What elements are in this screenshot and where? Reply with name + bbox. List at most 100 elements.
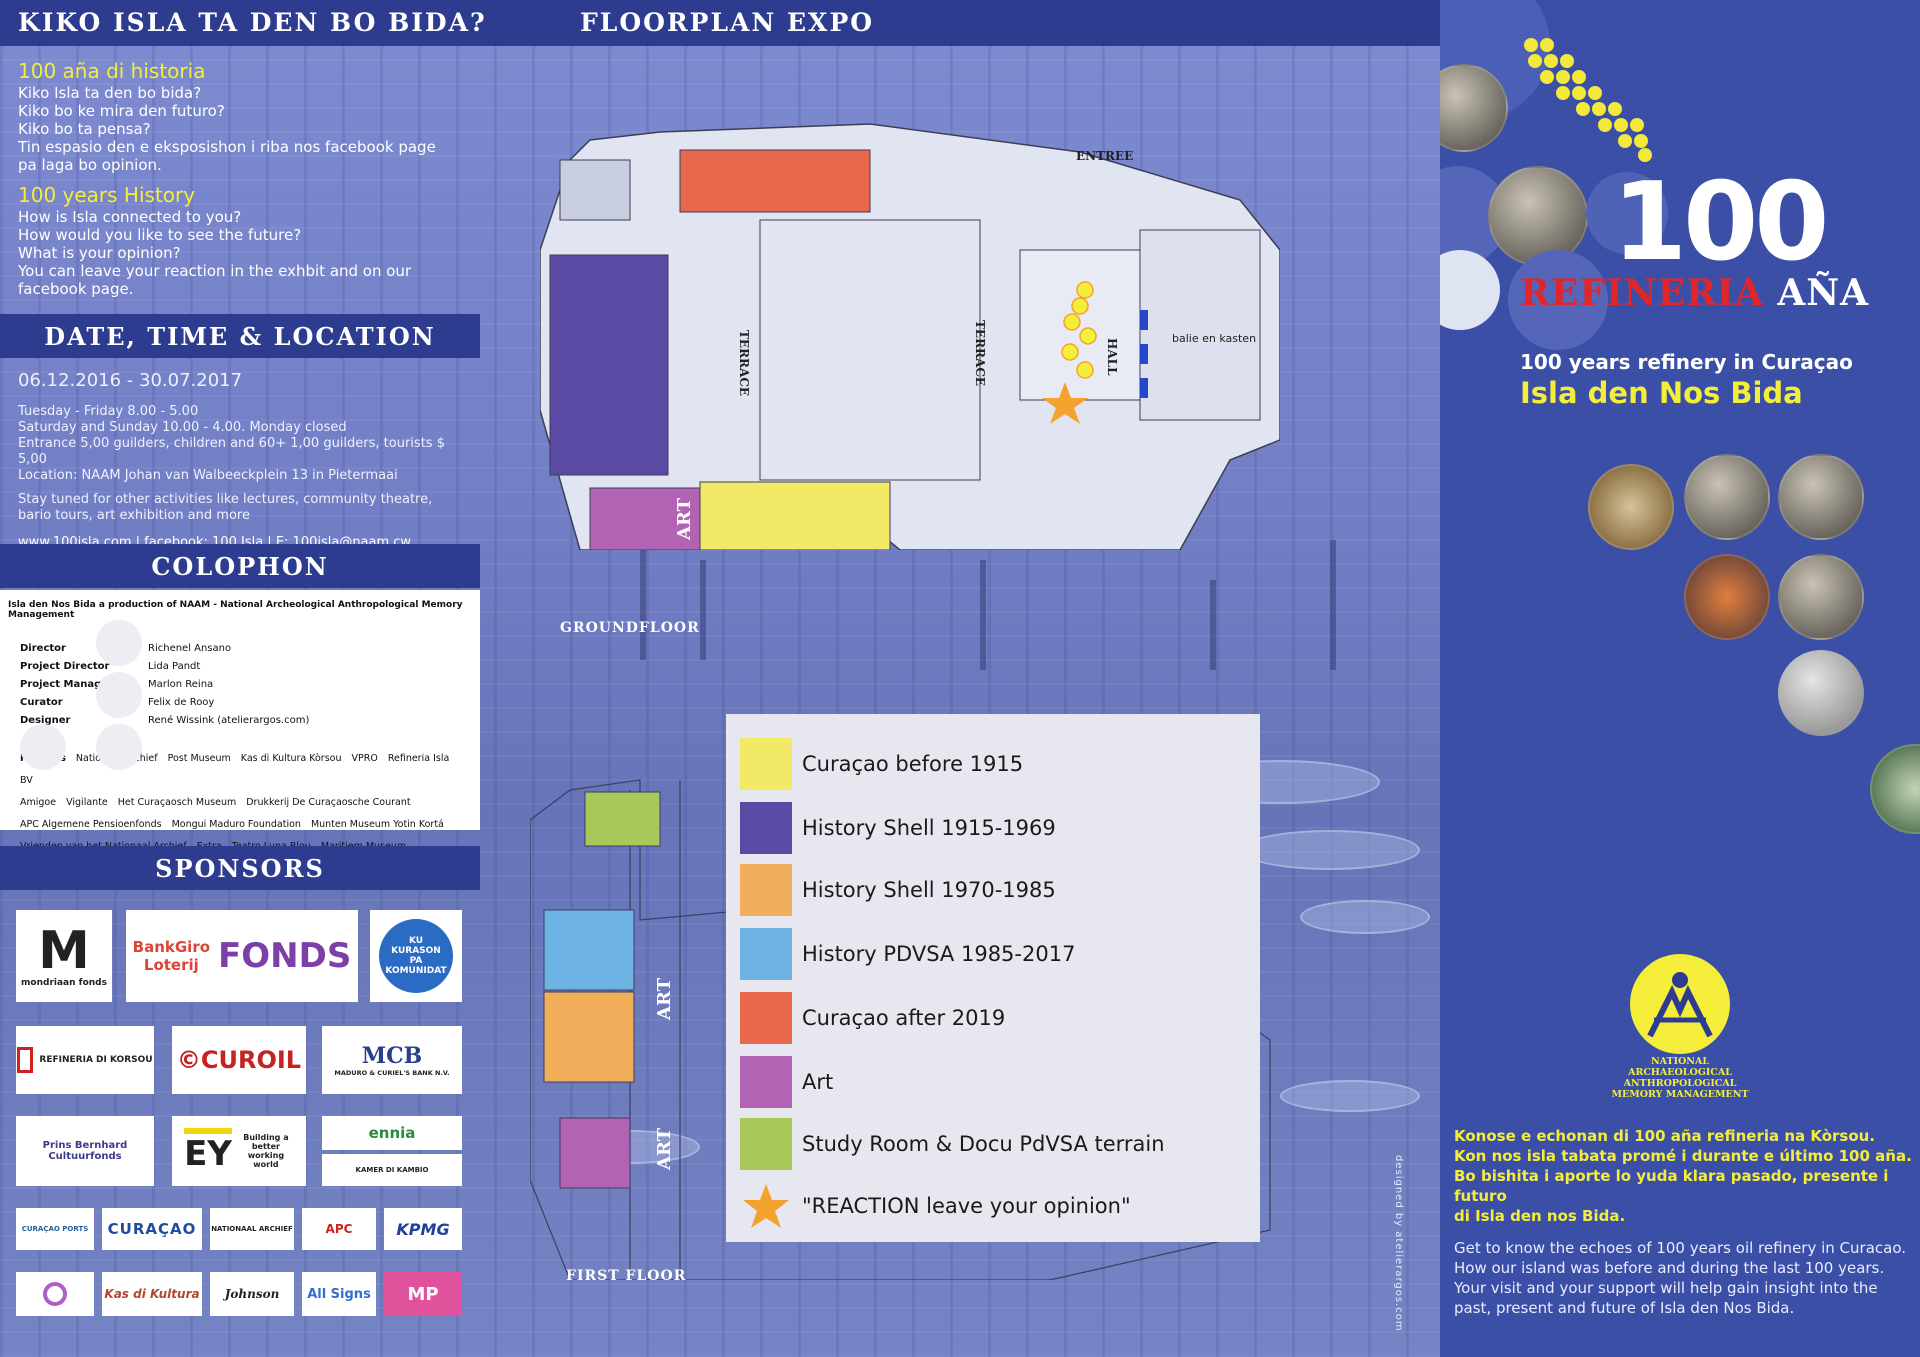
sponsor-mondriaan: M mondriaan fonds [16,910,112,1002]
zone-art [559,1117,631,1189]
colophon-title: COLOPHON [151,551,329,581]
legend-swatch [740,738,792,790]
legend-swatch [740,928,792,980]
historic-photo [1778,454,1864,540]
legend-item: Art [740,1056,833,1108]
subtitle-english: 100 years refinery in Curaçao [1520,350,1853,374]
top-bar [0,0,1440,46]
opinion-dot [1076,281,1094,299]
legend-item: History Shell 1915-1969 [740,802,1056,854]
historic-photo [1778,554,1864,640]
info-line: Stay tuned for other activities like lec… [18,492,433,507]
colophon-box: Isla den Nos Bida a production of NAAM -… [0,590,480,852]
opinion-dot [1061,343,1079,361]
history-line: What is your opinion? [18,244,181,262]
opinion-dot [1071,297,1089,315]
history-line: pa laga bo opinion. [18,156,162,174]
zone-shell-1970 [543,991,635,1083]
chimney [1210,580,1216,670]
zone-shell-1915 [549,254,669,476]
legend-swatch [740,864,792,916]
zone-pdvsa [543,909,635,991]
star-icon [743,1184,789,1228]
chimney [1330,540,1336,670]
date-section-header: DATE, TIME & LOCATION [0,314,480,358]
info-line: bario tours, art exhibition and more [18,508,250,523]
info-line: Tuesday - Friday 8.00 - 5.00 [18,404,199,419]
legend-swatch [740,802,792,854]
terrace-area [759,219,981,481]
colophon-intro: Isla den Nos Bida a production of NAAM -… [8,600,463,620]
big-number: 100 [1612,160,1829,285]
historic-photo [1488,166,1588,266]
cover-panel [1440,0,1920,1357]
sponsor-nationaal-archief: NATIONAAL ARCHIEF [210,1208,294,1250]
sponsors-title: SPONSORS [155,853,325,883]
legend-swatch [740,1056,792,1108]
desk [1140,310,1148,330]
label-terrace-1: TERRACE [737,330,751,396]
history-line: facebook page. [18,280,134,298]
legend: Curaçao before 1915 History Shell 1915-1… [726,714,1260,1242]
date-section-title: DATE, TIME & LOCATION [44,321,436,351]
room [1139,229,1261,421]
sponsor-kpmg: KPMG [384,1208,462,1250]
sponsor-allsigns: All Signs [302,1272,376,1316]
colophon-header: COLOPHON [0,544,480,588]
history-line: Kiko Isla ta den bo bida? [18,84,202,102]
info-line: Saturday and Sunday 10.00 - 4.00. Monday… [18,420,347,435]
first-floor-outline [530,779,1271,1280]
floorplan-title: FLOORPLAN EXPO [580,8,875,37]
sponsor-johnson: Johnson [210,1272,294,1316]
legend-item: Curaçao before 1915 [740,738,1023,790]
opinion-dot [1079,327,1097,345]
legend-swatch [740,1118,792,1170]
reaction-star [1042,382,1088,424]
history-title-pap: 100 aña di historia [18,59,206,83]
chimney [700,560,706,660]
sponsor-mcb: MCB MADURO & CURIEL'S BANK N.V. [322,1026,462,1094]
sponsor-kamer: KAMER DI KAMBIO [322,1154,462,1186]
oil-tank [1280,1080,1420,1112]
label-art-3: ART [654,1127,675,1171]
sponsor-curoil: ©CUROIL [172,1026,306,1094]
groundfloor-label: GROUNDFLOOR [560,620,700,636]
oil-tank [1240,830,1420,870]
legend-item: Curaçao after 2019 [740,992,1005,1044]
label-art-2: ART [654,977,675,1021]
history-line: You can leave your reaction in the exhbi… [18,262,412,280]
history-line: How is Isla connected to you? [18,208,242,226]
legend-swatch [740,992,792,1044]
first-floor-plan: ART ART [530,779,1271,1280]
legend-item: History Shell 1970-1985 [740,864,1056,916]
label-balie: balie en kasten [1172,332,1256,345]
historic-photo [1684,454,1770,540]
zone-before-1915 [699,481,891,550]
history-title-en: 100 years History [18,183,196,207]
intro-english: Get to know the echoes of 100 years oil … [1454,1239,1907,1317]
legend-item: Study Room & Docu PdVSA terrain [740,1118,1165,1170]
sponsor-mp: MP [384,1272,462,1316]
history-line: Kiko bo ta pensa? [18,120,151,138]
sponsor-kurason: KU KURASON PA KOMUNIDAT [370,910,462,1002]
info-line: Entrance 5,00 guilders, children and 60+… [18,436,445,467]
left-title: KIKO ISLA TA DEN BO BIDA? [18,8,487,37]
sponsors-header: SPONSORS [0,846,480,890]
coin-photo [1778,650,1864,736]
zone-study-room [584,791,661,847]
label-art: ART [674,497,695,541]
sponsor-apc: APC [302,1208,376,1250]
zone-after-2019 [679,149,871,213]
naam-logo [1630,954,1730,1054]
chimney [640,540,646,660]
desk [1140,344,1148,364]
sponsor-curacao-ports: CURAÇAO PORTS [16,1208,94,1250]
subtitle-isla: Isla den Nos Bida [1520,376,1803,410]
historic-photo [1684,554,1770,640]
